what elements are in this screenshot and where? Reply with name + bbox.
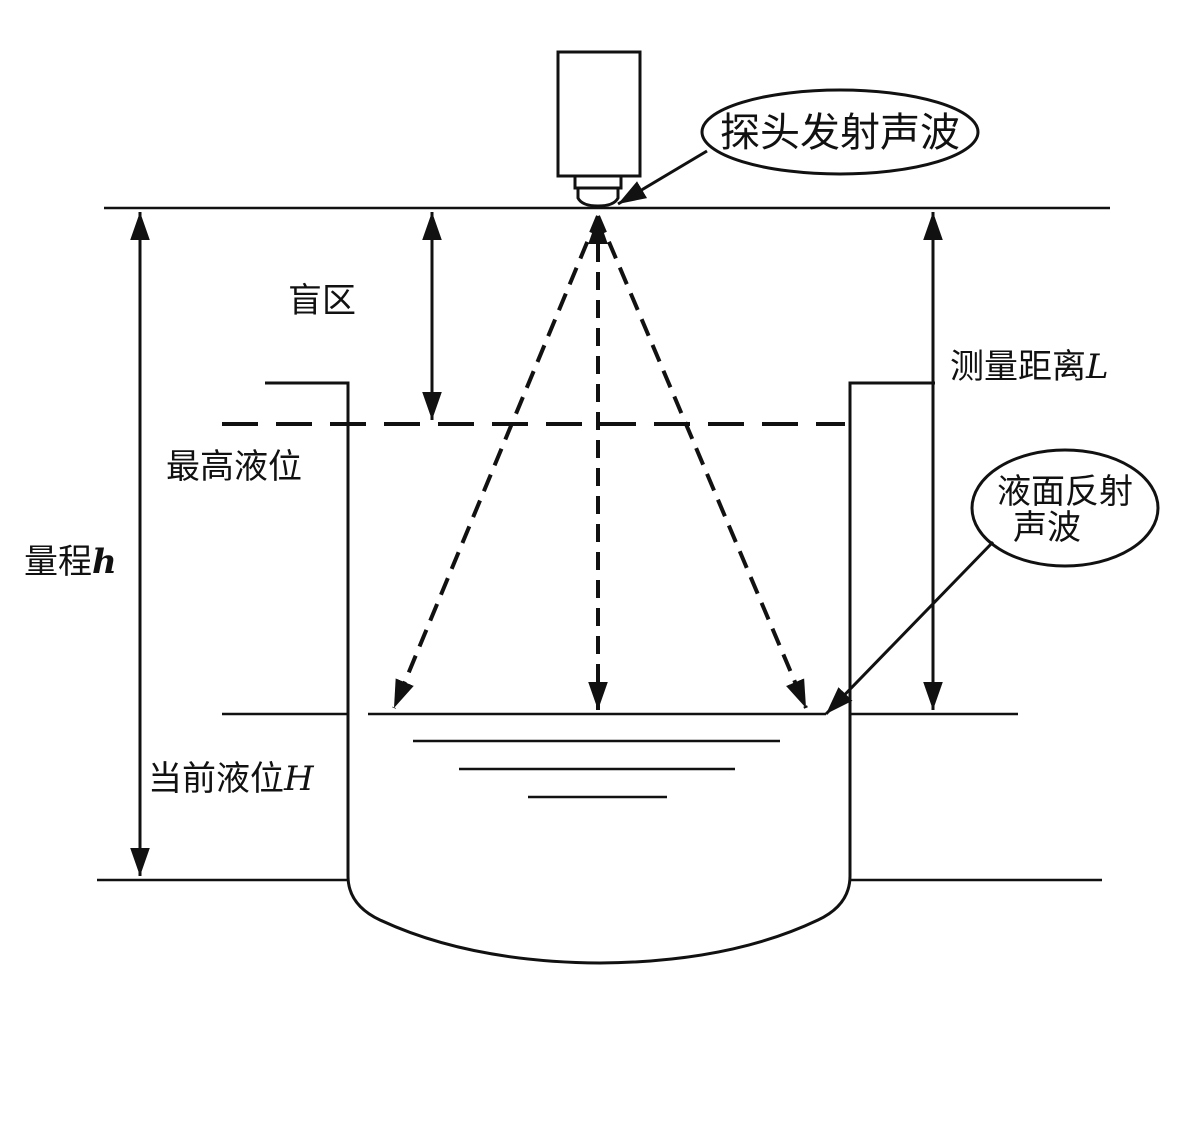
current-level-label: 当前液位H — [148, 759, 315, 799]
probe-collar — [573, 174, 623, 190]
probe-body — [556, 50, 642, 178]
tank-left-wall — [265, 381, 350, 876]
probe-tip — [576, 186, 620, 208]
surface-reflect-callout: 液面反射 声波 — [824, 448, 1160, 716]
liquid-surface — [222, 712, 1018, 799]
surface-callout-line1: 液面反射 — [997, 472, 1133, 512]
sound-wave-beams — [392, 215, 808, 710]
probe-callout-label: 探头发射声波 — [720, 110, 960, 156]
range-label: 量程h — [24, 542, 117, 582]
probe-emit-callout: 探头发射声波 — [617, 88, 980, 206]
surface-callout-line2: 声波 — [1013, 508, 1081, 548]
tank-right-wall — [848, 381, 935, 876]
measured-distance-label: 测量距离L — [950, 347, 1109, 387]
blind-zone-label: 盲区 — [288, 281, 356, 321]
probe — [556, 50, 642, 208]
beam-right — [596, 215, 808, 709]
beam-left — [392, 215, 600, 709]
tank-bottom — [346, 875, 852, 965]
max-level-label: 最高液位 — [166, 447, 302, 487]
